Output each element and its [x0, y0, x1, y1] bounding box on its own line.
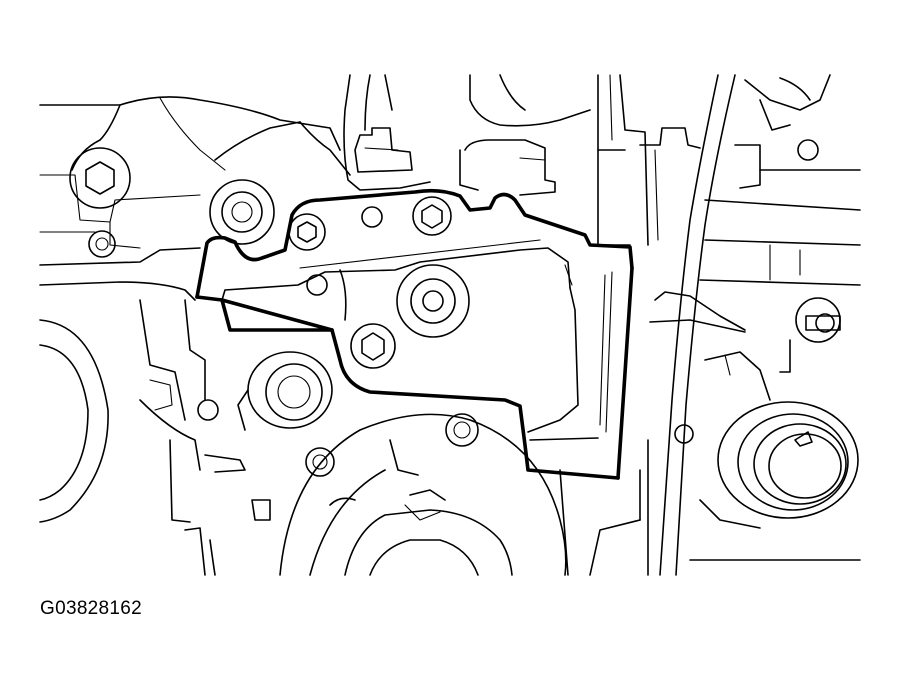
lower-right-housing	[559, 439, 649, 576]
housing-bolt-top-left	[69, 147, 131, 209]
water-pump	[279, 413, 567, 576]
dipstick-tube	[649, 74, 746, 576]
cover-small-holes	[306, 206, 383, 296]
idler-pulley	[396, 264, 470, 338]
figure-code-label: G03828162	[40, 598, 143, 619]
cover-mounting-boss	[88, 179, 275, 258]
crankshaft-sprocket	[674, 351, 861, 561]
right-upper-components	[619, 74, 861, 286]
cover-bolt-3	[350, 323, 396, 369]
tensioner-pulley	[237, 351, 333, 431]
sensor-bracket	[354, 127, 556, 196]
crankshaft-pulley-left	[39, 319, 201, 523]
cover-bolt-1	[288, 213, 326, 251]
cover-bolt-2	[412, 196, 452, 236]
timing-belt-cover-outline	[195, 188, 634, 480]
cover-plate-details	[221, 239, 613, 441]
left-side-components	[139, 299, 271, 576]
idler-bolt-right	[779, 297, 841, 373]
